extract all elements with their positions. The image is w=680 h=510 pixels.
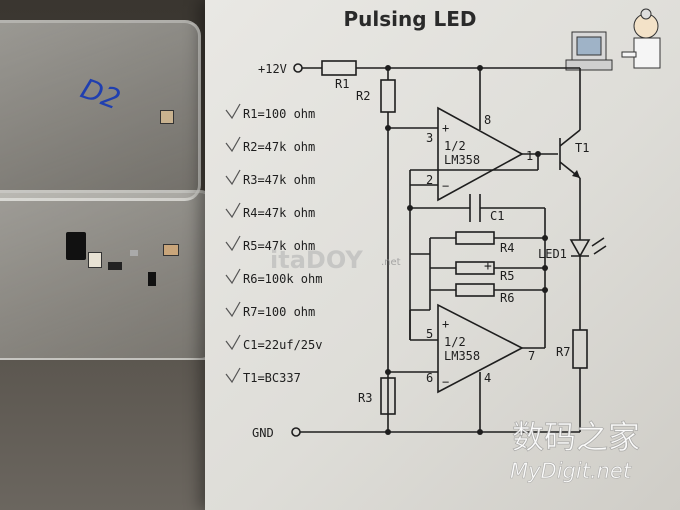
junction-dot [535, 151, 541, 157]
parts-list-item: R5=47k ohm [243, 239, 315, 253]
pin-1: 1 [526, 149, 533, 163]
junction-dot [477, 65, 483, 71]
r2-label: R2 [356, 89, 370, 103]
handwritten-d2: D2 [76, 72, 124, 116]
pin-4: 4 [484, 371, 491, 385]
r5-label: R5 [500, 269, 514, 283]
parts-list-item: R4=47k ohm [243, 206, 315, 220]
pencil-check-mark [225, 301, 241, 318]
t1-label: T1 [575, 141, 589, 155]
parts-list-item: R6=100k ohm [243, 272, 322, 286]
junction-dot [542, 287, 548, 293]
pin-2: 2 [426, 173, 433, 187]
pencil-check-mark [225, 136, 241, 153]
junction-dot [477, 429, 483, 435]
pencil-check-mark [225, 235, 241, 252]
itadoy-watermark: itaDOY .net [270, 246, 401, 274]
opamp-bot-half: 1/2 [444, 335, 466, 349]
pin-6: 6 [426, 371, 433, 385]
parts-list-item: R7=100 ohm [243, 305, 315, 319]
smd-component [148, 272, 156, 286]
smd-component [130, 250, 138, 256]
r3-label: R3 [358, 391, 372, 405]
smd-component [108, 262, 122, 270]
opamp-bot-plus: + [442, 317, 449, 331]
doctor-computer-clipart [565, 8, 661, 71]
junction-dot [542, 265, 548, 271]
pencil-check-mark [225, 367, 241, 384]
smd-component [88, 252, 102, 268]
opamp-top-plus: + [442, 121, 449, 135]
parts-tray-lower [0, 190, 216, 361]
parts-list-item: T1=BC337 [243, 371, 301, 385]
pencil-check-mark [225, 202, 241, 219]
itadoy-suffix: .net [381, 257, 401, 268]
junction-dot [385, 125, 391, 131]
opamp-bot-name: LM358 [444, 349, 480, 363]
mydigit-cn-watermark: 数码之家 [512, 418, 640, 456]
ic-chip [66, 232, 86, 260]
mydigit-en-watermark: MyDigit.net [510, 459, 632, 483]
parts-list-item: R1=100 ohm [243, 107, 315, 121]
opamp-bot-minus: − [442, 375, 449, 389]
smd-component [163, 244, 179, 256]
junction-dot [407, 205, 413, 211]
opamp-top-minus: − [442, 179, 449, 193]
pin-3: 3 [426, 131, 433, 145]
c1-label: C1 [490, 209, 504, 223]
junction-dot [385, 429, 391, 435]
pencil-check-mark [225, 334, 241, 351]
pencil-check-mark [225, 169, 241, 186]
r6-label: R6 [500, 291, 514, 305]
supply-label: +12V [258, 62, 287, 76]
r1-label: R1 [335, 77, 349, 91]
led1-label: LED1 [538, 247, 567, 261]
schematic-paper [205, 0, 680, 510]
parts-list-item: R2=47k ohm [243, 140, 315, 154]
junction-dot [385, 369, 391, 375]
r7-label: R7 [556, 345, 570, 359]
parts-list-item: C1=22uf/25v [243, 338, 322, 352]
junction-dot [385, 65, 391, 71]
pin-8: 8 [484, 113, 491, 127]
opamp-top-half: 1/2 [444, 139, 466, 153]
parts-list-item: R3=47k ohm [243, 173, 315, 187]
r4-label: R4 [500, 241, 514, 255]
schematic-title: Pulsing LED [343, 7, 476, 31]
itadoy-text: itaDOY [270, 246, 363, 274]
pin-7: 7 [528, 349, 535, 363]
parts-box-photo [0, 0, 222, 510]
junction-dot [542, 235, 548, 241]
cap-plus-sign: + [484, 259, 492, 274]
opamp-top-name: LM358 [444, 153, 480, 167]
emitter-arrow [572, 170, 580, 178]
pencil-check-mark [225, 268, 241, 285]
desk-surface [0, 360, 210, 510]
pin-5: 5 [426, 327, 433, 341]
smd-component [160, 110, 174, 124]
ground-label: GND [252, 426, 274, 440]
pencil-check-mark [225, 103, 241, 120]
